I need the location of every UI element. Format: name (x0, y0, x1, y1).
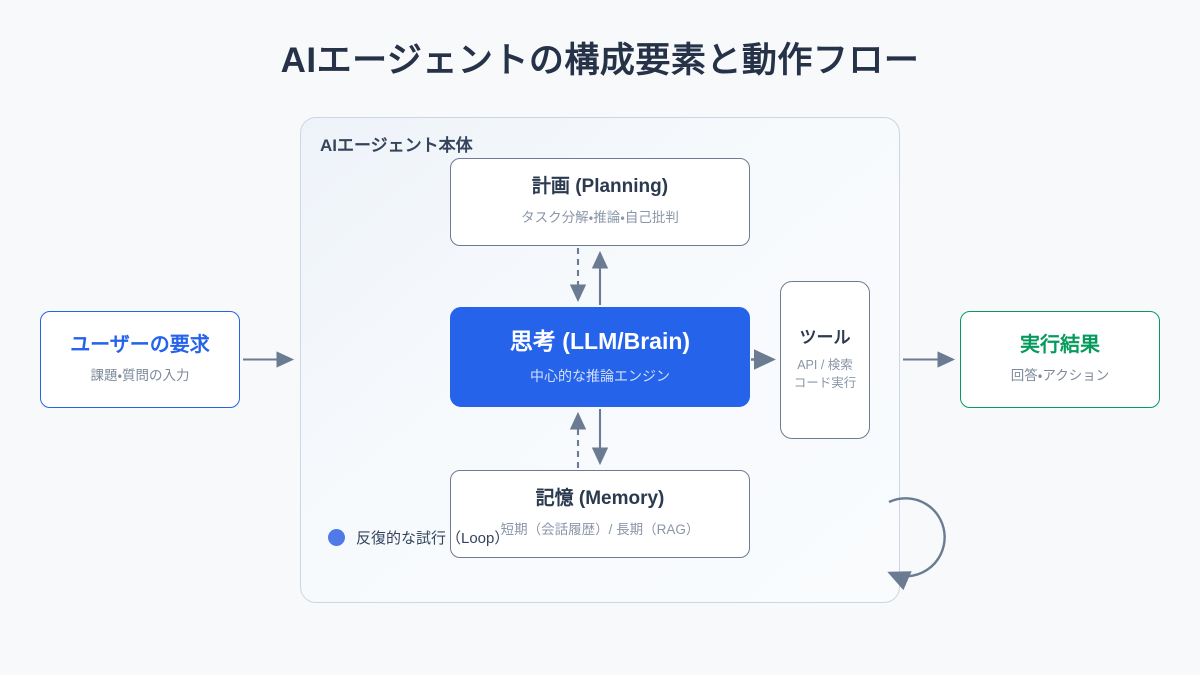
agent-container-label: AIエージェント本体 (320, 136, 473, 155)
node-tools-subtitle-line2: コード実行 (793, 376, 857, 391)
node-brain-subtitle: 中心的な推論エンジン (530, 367, 670, 384)
legend: 反復的な試行（Loop） (328, 527, 509, 548)
node-user-request-subtitle: 課題・質問の入力 (90, 368, 190, 384)
node-user-request-title: ユーザーの要求 (70, 334, 210, 357)
node-memory-title: 記憶 (Memory) (535, 488, 665, 510)
node-tools[interactable]: ツール API / 検索 コード実行 (780, 281, 870, 439)
node-brain-title: 思考 (LLM/Brain) (509, 328, 691, 355)
node-result[interactable]: 実行結果 回答・アクション (960, 311, 1160, 408)
node-tools-subtitle: API / 検索 コード実行 (794, 356, 857, 392)
node-result-subtitle: 回答・アクション (1010, 368, 1110, 384)
legend-label: 反復的な試行（Loop） (356, 530, 510, 547)
node-memory-subtitle: 短期（会話履歴）/ 長期（RAG） (500, 522, 700, 538)
legend-dot-icon (328, 529, 345, 546)
node-planning-title: 計画 (Planning) (531, 176, 669, 198)
node-brain[interactable]: 思考 (LLM/Brain) 中心的な推論エンジン (450, 307, 750, 407)
node-result-title: 実行結果 (1020, 334, 1100, 357)
page-title: AIエージェントの構成要素と動作フロー (280, 41, 920, 80)
node-tools-subtitle-line1: API / 検索 (797, 358, 853, 373)
node-user-request[interactable]: ユーザーの要求 課題・質問の入力 (40, 311, 240, 408)
node-planning-subtitle: タスク分解・推論・自己批判 (521, 210, 679, 226)
node-memory[interactable]: 記憶 (Memory) 短期（会話履歴）/ 長期（RAG） (450, 470, 750, 558)
node-tools-title: ツール (799, 327, 851, 347)
node-planning[interactable]: 計画 (Planning) タスク分解・推論・自己批判 (450, 158, 750, 246)
